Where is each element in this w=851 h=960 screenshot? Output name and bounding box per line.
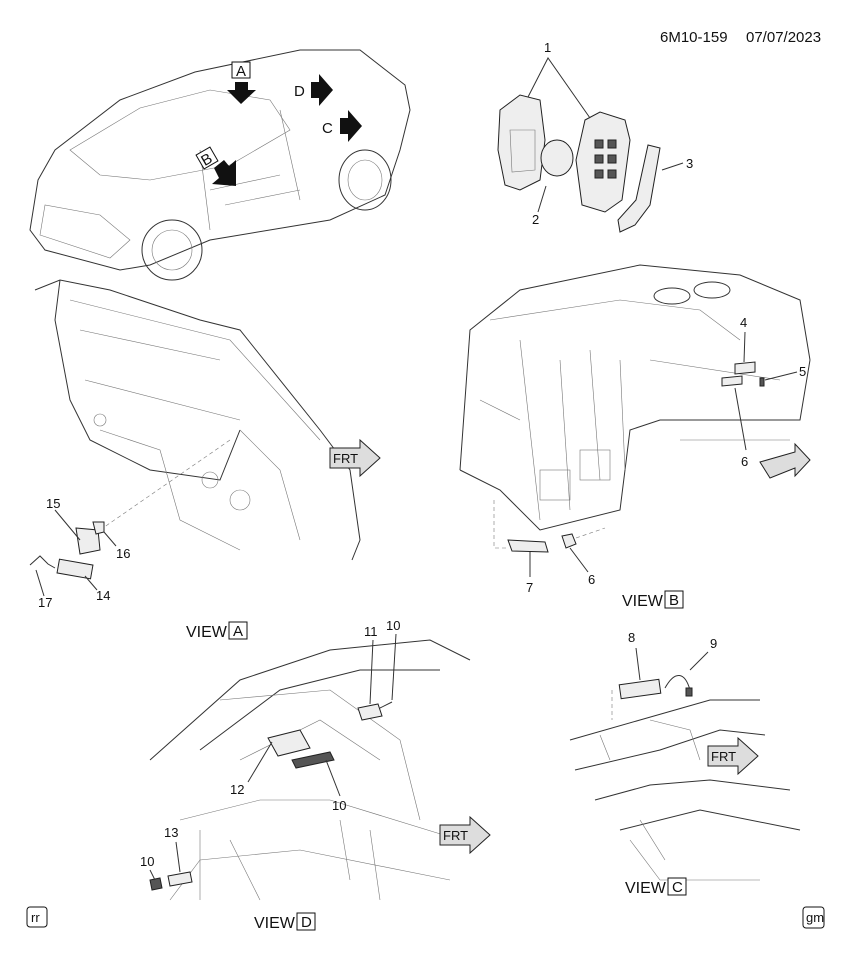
- svg-text:A: A: [233, 623, 243, 640]
- frt-indicator-b: [759, 442, 811, 479]
- view-c-label: VIEW C: [625, 877, 687, 897]
- view-d-label: VIEW D: [254, 912, 316, 932]
- svg-text:gm: gm: [806, 910, 824, 925]
- view-b-console: 4 5 6 7 6 VIEW B: [459, 264, 811, 610]
- svg-text:VIEW: VIEW: [254, 915, 296, 932]
- callout-16: 16: [116, 546, 130, 561]
- svg-text:C: C: [322, 120, 333, 137]
- gm-logo: gm: [802, 906, 825, 929]
- callout-10-mid: 10: [332, 798, 346, 813]
- car-arrow-d: D: [294, 74, 333, 106]
- callout-17: 17: [38, 595, 52, 610]
- svg-text:D: D: [301, 914, 312, 931]
- callout-6-top: 6: [741, 454, 748, 469]
- svg-text:FRT: FRT: [711, 749, 736, 764]
- car-arrow-b: B: [195, 146, 236, 186]
- corner-icon-left: rr: [26, 906, 48, 928]
- callout-2: 2: [532, 212, 539, 227]
- svg-text:B: B: [669, 592, 679, 609]
- callout-15: 15: [46, 496, 60, 511]
- callout-12: 12: [230, 782, 244, 797]
- view-a-label: VIEW A: [186, 621, 248, 641]
- frt-indicator-a: FRT: [329, 438, 381, 478]
- view-d-cargo: 11 10 12 10 13 10 FRT VIEW D: [140, 618, 491, 932]
- key-fob-assembly: 1 2 3: [497, 40, 693, 233]
- diagram-date: 07/07/2023: [746, 29, 821, 46]
- car-arrow-a: A: [227, 61, 256, 104]
- view-a-door: 15 16 14 17 FRT VIEW A: [29, 279, 381, 641]
- diagram-code: 6M10-159: [660, 29, 728, 46]
- callout-4: 4: [740, 315, 747, 330]
- callout-14: 14: [96, 588, 110, 603]
- svg-text:FRT: FRT: [333, 451, 358, 466]
- svg-text:rr: rr: [31, 910, 40, 925]
- car-arrow-c: C: [322, 110, 362, 142]
- svg-text:D: D: [294, 83, 305, 100]
- frt-indicator-c: FRT: [707, 736, 759, 776]
- view-b-label: VIEW B: [622, 590, 684, 610]
- callout-9: 9: [710, 636, 717, 651]
- svg-text:VIEW: VIEW: [625, 880, 667, 897]
- callout-10-top: 10: [386, 618, 400, 633]
- callout-1: 1: [544, 40, 551, 55]
- svg-text:C: C: [672, 879, 683, 896]
- callout-6-bottom: 6: [588, 572, 595, 587]
- car-overview: A B C D: [29, 49, 411, 281]
- callout-7: 7: [526, 580, 533, 595]
- svg-text:FRT: FRT: [443, 828, 468, 843]
- svg-text:VIEW: VIEW: [622, 593, 664, 610]
- svg-text:A: A: [236, 63, 246, 80]
- callout-13: 13: [164, 825, 178, 840]
- callout-10-bottom: 10: [140, 854, 154, 869]
- svg-text:VIEW: VIEW: [186, 624, 228, 641]
- callout-3: 3: [686, 156, 693, 171]
- callout-5: 5: [799, 364, 806, 379]
- header: 6M10-159 07/07/2023: [660, 29, 821, 46]
- view-c-liftgate: 8 9 FRT VIEW C: [569, 630, 801, 897]
- frt-indicator-d: FRT: [439, 815, 491, 855]
- callout-8: 8: [628, 630, 635, 645]
- callout-11: 11: [364, 624, 378, 639]
